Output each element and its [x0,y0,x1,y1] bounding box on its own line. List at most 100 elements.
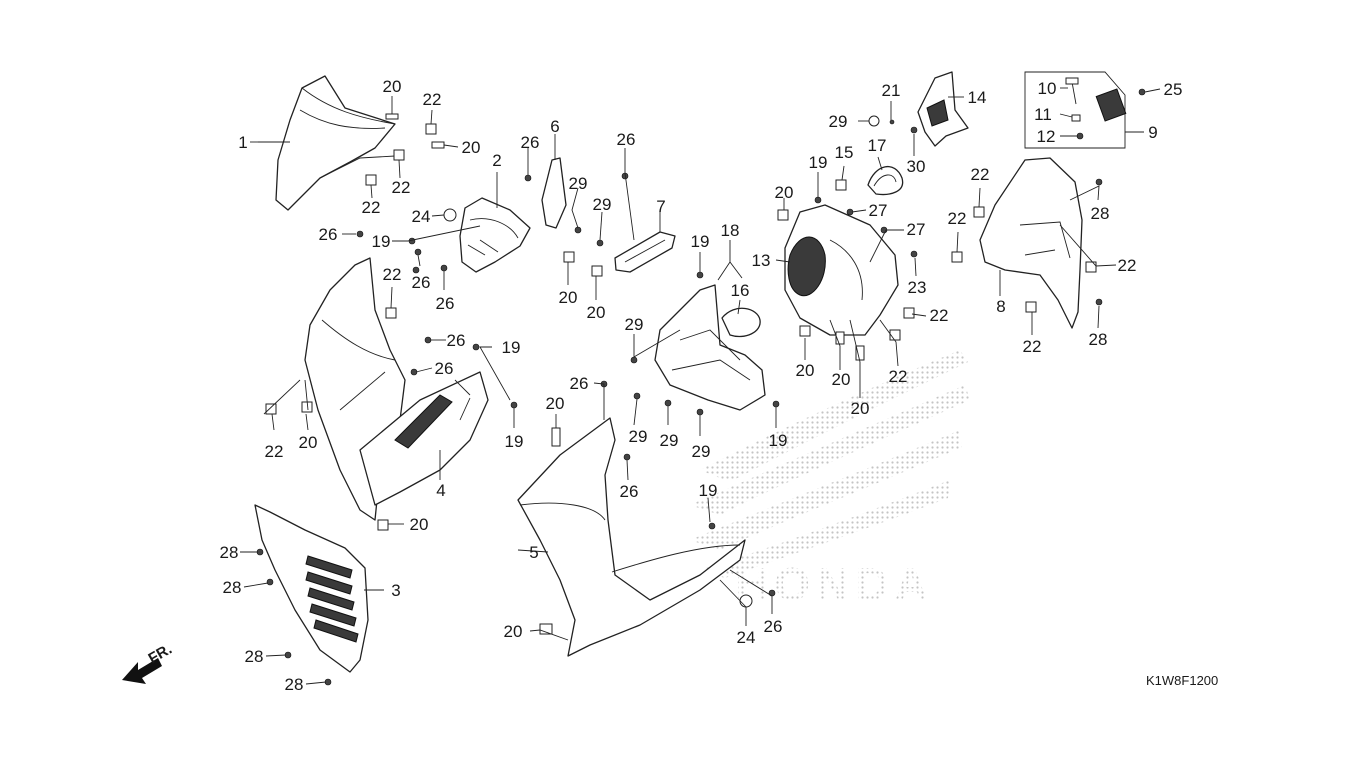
callout-labels: 1 20 22 20 22 22 2 24 26 19 26 26 22 26 … [220,77,1183,694]
callout-22: 22 [948,209,967,228]
callout-20: 20 [504,622,523,641]
callout-20: 20 [559,288,578,307]
callout-22: 22 [971,165,990,184]
callout-20: 20 [587,303,606,322]
callout-12: 12 [1037,127,1056,146]
callout-29: 29 [629,427,648,446]
callout-29: 29 [593,195,612,214]
callout-18: 18 [721,221,740,240]
callout-26: 26 [319,225,338,244]
callout-16: 16 [731,281,750,300]
part-headlight-bracket-2 [459,197,531,273]
callout-24: 24 [412,207,431,226]
callout-20: 20 [546,394,565,413]
callout-26: 26 [447,331,466,350]
callout-21: 21 [882,81,901,100]
callout-24: 24 [737,628,756,647]
callout-23: 23 [908,278,927,297]
callout-19: 19 [372,232,391,251]
callout-19: 19 [502,338,521,357]
part-hook-14 [917,71,969,147]
part-inner-cover-13 [784,204,899,336]
callout-28: 28 [1089,330,1108,349]
callout-28: 28 [285,675,304,694]
callout-26: 26 [435,359,454,378]
callout-19: 19 [769,431,788,450]
front-direction-indicator: FR. [122,641,175,684]
callout-26: 26 [521,133,540,152]
part-inner-panel-8 [979,157,1083,329]
callout-29: 29 [660,431,679,450]
callout-29: 29 [692,442,711,461]
callout-20: 20 [796,361,815,380]
callout-8: 8 [996,297,1005,316]
callout-20: 20 [410,515,429,534]
part-seal-17 [867,166,904,196]
callout-28: 28 [223,578,242,597]
callout-6: 6 [550,117,559,136]
callout-28: 28 [1091,204,1110,223]
callout-22: 22 [383,265,402,284]
callout-30: 30 [907,157,926,176]
callout-5: 5 [529,543,538,562]
callout-29: 29 [829,112,848,131]
callout-3: 3 [391,581,400,600]
part-mount-plate-7 [614,231,676,273]
callout-22: 22 [889,367,908,386]
callout-1: 1 [238,133,247,152]
callout-14: 14 [968,88,987,107]
callout-9: 9 [1148,123,1157,142]
callout-22: 22 [265,442,284,461]
diagram-code: K1W8F1200 [1146,673,1218,688]
callout-20: 20 [851,399,870,418]
part-inner-frame-18 [654,284,766,411]
callout-22: 22 [930,306,949,325]
callout-22: 22 [1023,337,1042,356]
callout-26: 26 [620,482,639,501]
callout-20: 20 [462,138,481,157]
part-bracket-6 [541,157,567,229]
callout-20: 20 [832,370,851,389]
callout-19: 19 [691,232,710,251]
part-vent-cover-3 [254,504,369,673]
callout-26: 26 [570,374,589,393]
callout-27: 27 [869,201,888,220]
callout-28: 28 [220,543,239,562]
part-lower-cover-5 [517,417,746,657]
callout-22: 22 [1118,256,1137,275]
callout-19: 19 [699,481,718,500]
callout-26: 26 [764,617,783,636]
callout-22: 22 [392,178,411,197]
callout-2: 2 [492,151,501,170]
callout-13: 13 [752,251,771,270]
arrow-left-icon [122,658,162,684]
callout-22: 22 [423,90,442,109]
callout-10: 10 [1038,79,1057,98]
part-assembly-box-9 [1024,71,1127,149]
callout-29: 29 [569,174,588,193]
callout-20: 20 [775,183,794,202]
honda-wordmark: HONDA [735,558,934,610]
part-side-body-4b [359,371,489,506]
callout-20: 20 [299,433,318,452]
callout-26: 26 [436,294,455,313]
callout-28: 28 [245,647,264,666]
callout-22: 22 [362,198,381,217]
callout-15: 15 [835,143,854,162]
vent-slats [305,555,359,643]
part-seal-16 [721,307,761,338]
callout-25: 25 [1164,80,1183,99]
callout-4: 4 [436,481,445,500]
callout-20: 20 [383,77,402,96]
callout-19: 19 [505,432,524,451]
callout-29: 29 [625,315,644,334]
part-windscreen-1 [275,75,396,211]
callout-26: 26 [617,130,636,149]
callout-26: 26 [412,273,431,292]
callout-27: 27 [907,220,926,239]
callout-19: 19 [809,153,828,172]
callout-11: 11 [1034,105,1052,124]
leader-lines [240,87,1161,685]
callout-17: 17 [868,136,887,155]
